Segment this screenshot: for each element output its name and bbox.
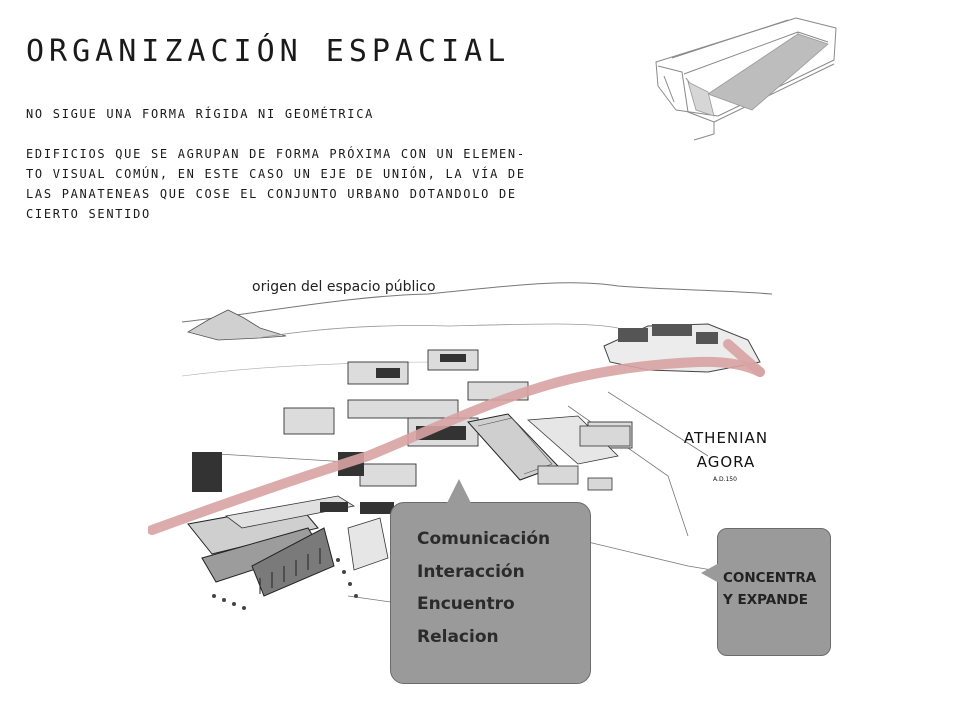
agora-date: A.D.150 <box>713 476 737 483</box>
agora-title-line: AGORA <box>696 453 756 471</box>
building-sketch-image <box>655 17 837 141</box>
panathenaic-way-path <box>723 339 765 377</box>
panathenaic-way-path <box>148 356 765 535</box>
callout-item: Relacion <box>417 626 499 647</box>
callout-item: Interacción <box>417 561 525 582</box>
callout-tail <box>447 479 471 503</box>
callout-side: CONCENTRA Y EXPANDE <box>701 528 831 656</box>
callout-tail <box>701 563 719 583</box>
agora-title-line: ATHENIAN <box>683 429 769 447</box>
description-line: CIERTO SENTIDO <box>26 207 151 221</box>
description-line: TO VISUAL COMÚN, EN ESTE CASO UN EJE DE … <box>26 167 526 181</box>
callout-side-line: CONCENTRA <box>723 570 817 586</box>
callout-item: Encuentro <box>417 594 515 614</box>
description-line: LAS PANATENEAS QUE COSE EL CONJUNTO URBA… <box>26 187 517 201</box>
origin-label: origen del espacio público <box>252 279 436 295</box>
agora-aerial-illustration <box>148 282 772 611</box>
description-paragraph: EDIFICIOS QUE SE AGRUPAN DE FORMA PRÓXIM… <box>26 144 526 224</box>
agora-title: ATHENIAN AGORA <box>676 426 776 474</box>
page-title: ORGANIZACIÓN ESPACIAL <box>26 34 511 69</box>
callout-item: Comunicación <box>417 529 551 549</box>
description-line: EDIFICIOS QUE SE AGRUPAN DE FORMA PRÓXIM… <box>26 147 526 161</box>
callout-side-line: Y EXPANDE <box>723 592 808 608</box>
intro-paragraph: NO SIGUE UNA FORMA RÍGIDA NI GEOMÉTRICA <box>26 107 375 121</box>
callout-main: Comunicación Interacción Encuentro Relac… <box>390 479 591 684</box>
